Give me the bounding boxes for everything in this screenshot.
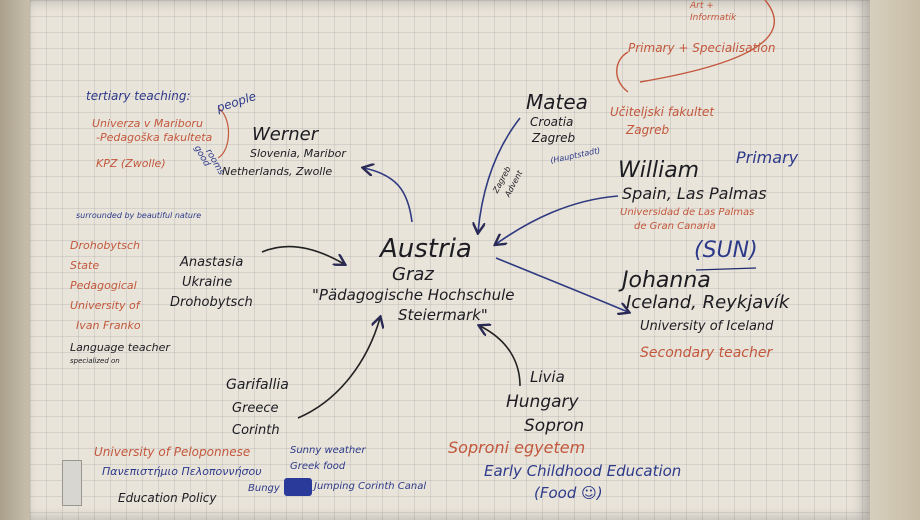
tertiary-line1: Univerza v Mariboru <box>92 117 203 130</box>
william-line1: Spain, Las Palmas <box>622 184 767 203</box>
faculty-line1: Učiteljski fakultet <box>610 105 715 119</box>
livia-country: Hungary <box>506 392 579 412</box>
johanna-line2: University of Iceland <box>640 319 774 334</box>
grid-paper-sheet <box>30 0 870 520</box>
werner-line1: Slovenia, Maribor <box>250 147 346 160</box>
left-uni-4: University of <box>70 299 140 312</box>
greece-uni-greek: Πανεπιστήμιο Πελοποννήσου <box>102 465 262 478</box>
johanna-line1: Iceland, Reykjavík <box>626 292 790 313</box>
bungy: Bungy <box>248 483 280 494</box>
arrow-from-garifallia <box>297 318 380 419</box>
people-bracket <box>217 107 229 159</box>
anastasia-name: Anastasia <box>180 255 244 270</box>
arrow-to-werner <box>364 168 413 223</box>
werner-name: Werner <box>252 124 319 145</box>
arrow-from-livia <box>480 326 521 387</box>
language-teacher: Language teacher <box>70 341 170 354</box>
garifallia-country: Greece <box>232 401 279 416</box>
left-uni-3: Pedagogical <box>70 279 137 292</box>
arrow-to-johanna <box>495 257 628 312</box>
livia-edu: Early Childhood Education <box>484 462 682 480</box>
william-uni-1: Universidad de Las Palmas <box>620 207 755 218</box>
education-policy: Education Policy <box>118 491 217 505</box>
matea-city: Zagreb <box>532 131 576 145</box>
faculty-line2: Zagreb <box>626 123 670 137</box>
center-institution-line2: Steiermark" <box>398 306 488 324</box>
william-sun: (SUN) <box>694 238 758 263</box>
primary-bracket <box>616 51 629 93</box>
arrow-from-anastasia <box>261 245 344 264</box>
livia-name: Livia <box>530 368 565 386</box>
livia-food: (Food ☺) <box>534 484 603 502</box>
left-uni-5: Ivan Franko <box>76 319 141 332</box>
center-country: Austria <box>380 234 472 264</box>
corner-note-2: Informatik <box>690 13 737 23</box>
matea-name: Matea <box>526 90 588 114</box>
livia-uni: Soproni egyetem <box>448 438 586 457</box>
corner-note-1: Art + <box>690 1 714 11</box>
garifallia-city: Corinth <box>232 423 280 438</box>
left-uni-1: Drohobytsch <box>70 239 140 252</box>
specialized-on: specialized on <box>70 357 120 365</box>
blue-sticker <box>284 478 312 496</box>
greece-uni: University of Peloponnese <box>94 445 251 459</box>
primary-specialisation: Primary + Specialisation <box>628 41 776 55</box>
werner-line2: Netherlands, Zwolle <box>222 165 333 178</box>
johanna-name: Johanna <box>622 268 711 293</box>
arrow-to-matea <box>478 117 521 232</box>
johanna-line3: Secondary teacher <box>640 345 773 361</box>
william-name: William <box>618 158 700 183</box>
greek-food: Greek food <box>290 461 346 472</box>
tertiary-line3: KPZ (Zwolle) <box>96 157 166 170</box>
center-city: Graz <box>392 264 434 285</box>
garifallia-name: Garifallia <box>226 377 289 393</box>
nature-note: surrounded by beautiful nature <box>76 211 202 220</box>
tertiary-line2: -Pedagoška fakulteta <box>96 131 213 144</box>
primary-curve <box>639 0 775 83</box>
william-uni-2: de Gran Canaria <box>634 221 716 232</box>
matea-country: Croatia <box>530 115 574 129</box>
anastasia-city: Drohobytsch <box>170 295 253 310</box>
william-primary: Primary <box>736 148 799 167</box>
anastasia-country: Ukraine <box>182 275 233 290</box>
tertiary-heading: tertiary teaching: <box>86 89 191 103</box>
center-institution-line1: "Pädagogische Hochschule <box>312 286 515 304</box>
jumping-corinth-canal: Jumping Corinth Canal <box>314 481 427 492</box>
arrow-to-william <box>496 195 619 244</box>
sunny-weather: Sunny weather <box>290 445 366 456</box>
table-surface-right <box>870 0 920 520</box>
left-uni-2: State <box>70 259 100 272</box>
label-sticker <box>62 460 82 506</box>
livia-city: Sopron <box>524 416 585 436</box>
sun-underline <box>695 267 757 271</box>
table-surface-left <box>0 0 30 520</box>
